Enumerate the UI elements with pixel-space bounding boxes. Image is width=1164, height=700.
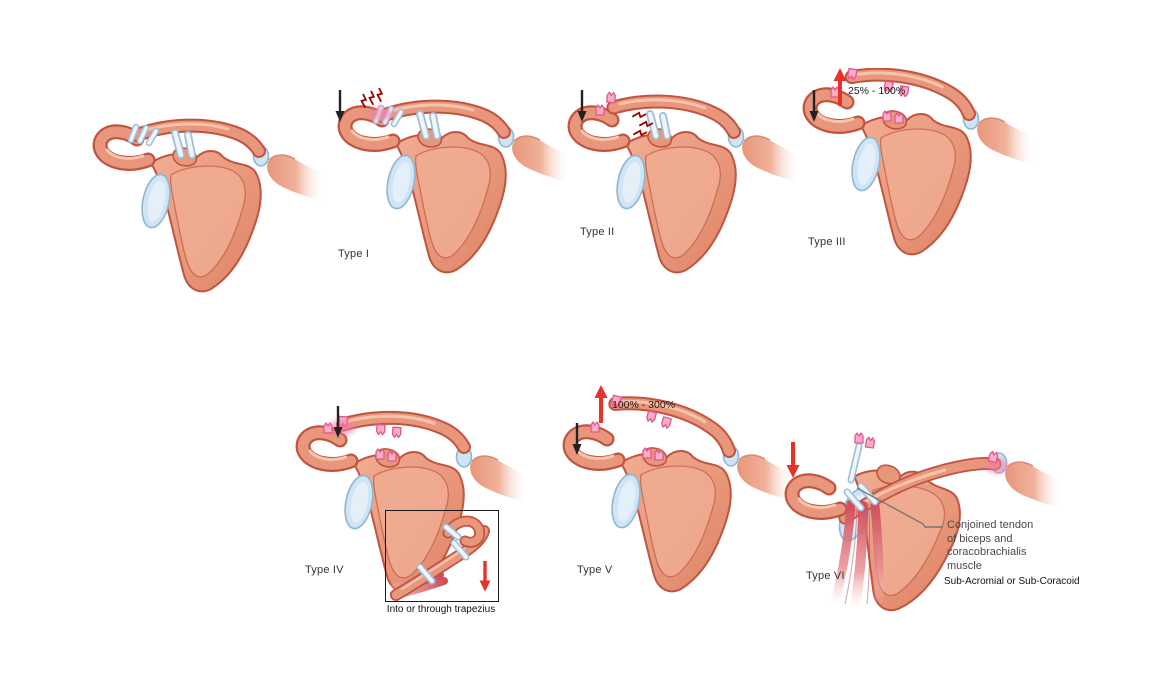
type-ii-illustration bbox=[560, 88, 801, 274]
figure-type-iv: Into or through trapezius bbox=[288, 404, 529, 626]
type-vi-tendon-annotation: Conjoined tendon of biceps and coracobra… bbox=[947, 519, 1034, 572]
figure-type-ii bbox=[560, 86, 801, 291]
conjoined-tendon-muscle bbox=[830, 499, 884, 613]
type-v-label: Type V bbox=[577, 564, 613, 576]
type-iv-inset-caption: Into or through trapezius bbox=[386, 604, 496, 615]
figure-type-vi bbox=[765, 420, 1085, 625]
type-i-label: Type I bbox=[338, 248, 370, 260]
type-iv-label: Type IV bbox=[305, 564, 344, 576]
type-ii-label: Type II bbox=[580, 226, 615, 238]
type-i-illustration bbox=[334, 87, 571, 274]
posteriorly-displaced-clavicle bbox=[338, 413, 465, 447]
ac-joint-sprain-highlight bbox=[367, 107, 393, 121]
type-iv-illustration bbox=[288, 404, 529, 594]
trapezius-inset-illustration bbox=[384, 515, 493, 601]
figure-type-v bbox=[555, 383, 796, 618]
type-iii-displacement-annotation: 25% - 100% bbox=[848, 85, 906, 97]
type-vi-label: Type VI bbox=[806, 570, 845, 582]
annotation-leader-line bbox=[856, 487, 943, 528]
figure-normal-shoulder bbox=[85, 105, 326, 310]
displaced-clavicle bbox=[605, 92, 736, 132]
type-vi-illustration bbox=[784, 432, 1064, 619]
type-v-displacement-annotation: 100% - 300% bbox=[612, 399, 676, 411]
type-iii-label: Type III bbox=[808, 236, 846, 248]
type-vi-position-annotation: Sub-Acromial or Sub-Coracoid bbox=[944, 576, 1080, 587]
normal-shoulder-illustration bbox=[85, 105, 326, 293]
type-v-illustration bbox=[555, 383, 796, 593]
trapezius-inset-box bbox=[384, 510, 499, 602]
figure-type-i bbox=[330, 86, 571, 291]
